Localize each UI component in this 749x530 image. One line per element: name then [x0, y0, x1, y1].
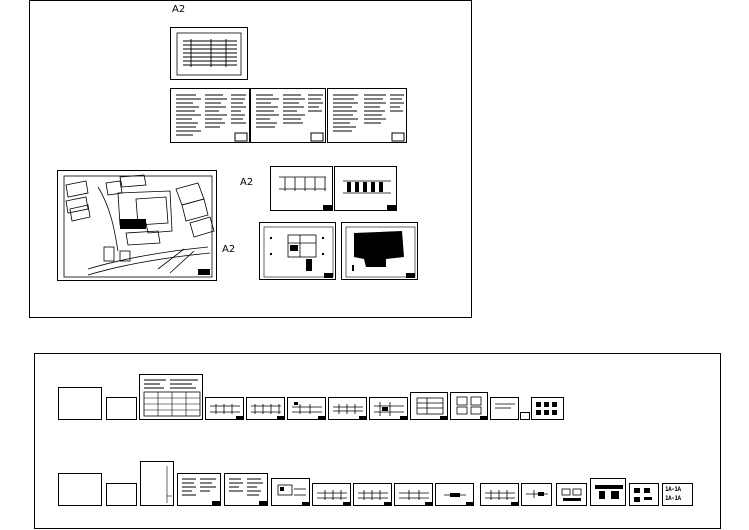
row2-section-sheet-1-drawing — [561, 488, 582, 501]
row1-section-sheet-2-drawing — [456, 396, 487, 419]
sheet-size-label-top: A2 — [172, 4, 186, 15]
row1-detail-sheet-3[interactable] — [531, 397, 564, 420]
notes-sheet-1[interactable] — [170, 88, 250, 143]
row2-cover-sheet[interactable] — [140, 461, 174, 506]
row2-plan-sheet-3[interactable] — [353, 483, 392, 506]
sheet-size-label-bottom: A2 — [222, 244, 236, 255]
row2-plan-sheet-4-drawing — [399, 490, 432, 505]
row2-blank-sheet-2[interactable] — [106, 483, 137, 506]
row2-detail-sheet-1-drawing — [634, 488, 652, 502]
row2-notes-sheet-2-drawing — [229, 478, 267, 505]
row2-plan-sheet-1[interactable] — [271, 478, 310, 506]
row1-blank-sheet-2[interactable] — [106, 397, 137, 420]
floor-plan-sheet-2[interactable] — [334, 166, 397, 211]
row1-plan-sheet-4[interactable] — [328, 397, 367, 420]
row2-plan-sheet-2-drawing — [317, 490, 350, 505]
row2-blank-sheet-1[interactable] — [58, 473, 102, 506]
row2-plan-sheet-2[interactable] — [312, 483, 351, 506]
row2-detail-sheet-1[interactable] — [629, 483, 659, 506]
row1-plan-sheet-1[interactable] — [205, 397, 244, 420]
row1-plan-sheet-3[interactable] — [287, 397, 326, 420]
row1-blank-sheet-1[interactable] — [58, 387, 102, 420]
floor-plan-sheet-3[interactable] — [259, 222, 336, 280]
row1-section-sheet-2[interactable] — [450, 392, 488, 420]
row1-plan-sheet-1-drawing — [210, 404, 243, 419]
row1-plan-sheet-4-drawing — [333, 404, 366, 419]
row2-section-sheet-2-drawing — [595, 485, 623, 499]
row2-plan-sheet-5-drawing — [444, 493, 473, 505]
row1-plan-sheet-2[interactable] — [246, 397, 285, 420]
row1-index-sheet[interactable] — [139, 374, 203, 420]
floor-plan-sheet-1-drawing — [279, 176, 332, 210]
row1-index-sheet-drawing — [143, 379, 201, 417]
row2-plan-sheet-5[interactable] — [435, 483, 474, 506]
row1-plan-sheet-5[interactable] — [369, 397, 408, 420]
row2-plan-sheet-1-drawing — [277, 484, 309, 505]
row2-notes-sheet-1-drawing — [182, 478, 220, 505]
row1-section-sheet-1-drawing — [416, 397, 447, 419]
row2-section-sheet-2[interactable] — [590, 478, 626, 506]
notes-sheet-3-drawing — [333, 94, 405, 142]
floor-plan-sheet-3-drawing — [263, 226, 334, 278]
row1-detail-sheet-1[interactable] — [490, 397, 519, 420]
floor-plan-sheet-2-drawing — [343, 180, 396, 210]
row1-plan-sheet-5-drawing — [374, 402, 407, 419]
row1-detail-sheet-3-drawing — [536, 402, 557, 415]
floor-plan-sheet-4[interactable] — [341, 222, 418, 280]
notes-sheet-3[interactable] — [327, 88, 407, 143]
row2-plan-sheet-3-drawing — [358, 490, 391, 505]
row2-plan-sheet-6[interactable] — [480, 483, 519, 506]
cover-sheet-drawing — [176, 32, 242, 76]
row2-plan-sheet-4[interactable] — [394, 483, 433, 506]
row1-plan-sheet-3-drawing — [292, 402, 325, 419]
row2-plan-sheet-7[interactable] — [521, 483, 552, 506]
row2-section-sheet-1[interactable] — [556, 483, 587, 506]
row2-notes-sheet-2[interactable] — [224, 473, 268, 506]
row2-notes-sheet-1[interactable] — [177, 473, 221, 506]
notes-sheet-1-drawing — [176, 94, 248, 142]
row1-detail-sheet-2[interactable] — [520, 412, 530, 420]
section-label-1: 1A-1A — [665, 486, 681, 493]
row2-detail-sheet-2[interactable]: 1A-1A 1A-1A — [662, 483, 693, 506]
section-label-2: 1A-1A — [665, 495, 681, 502]
row1-detail-sheet-1-drawing — [495, 403, 515, 409]
notes-sheet-2-drawing — [256, 94, 324, 142]
row2-plan-sheet-7-drawing — [526, 490, 548, 498]
cover-sheet-thumbnail[interactable] — [170, 27, 248, 80]
floor-plan-sheet-1[interactable] — [270, 166, 333, 211]
notes-sheet-2[interactable] — [250, 88, 326, 143]
row1-section-sheet-1[interactable] — [410, 392, 448, 420]
row1-plan-sheet-2-drawing — [251, 404, 284, 419]
row2-cover-sheet-drawing — [166, 466, 172, 503]
row2-plan-sheet-6-drawing — [485, 490, 518, 505]
site-plan-sheet[interactable] — [57, 170, 217, 281]
sheet-size-label-middle: A2 — [240, 177, 254, 188]
floor-plan-sheet-4-drawing — [345, 226, 416, 278]
site-plan-drawing — [63, 174, 215, 278]
